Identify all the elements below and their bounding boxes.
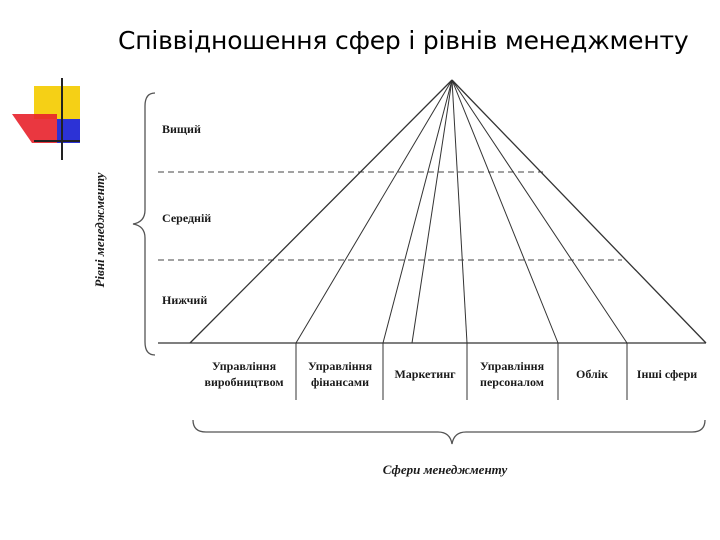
pyramid-ray <box>451 79 468 344</box>
levels-axis-label: Рівні менеджменту <box>92 172 107 287</box>
levels-brace <box>132 92 156 356</box>
logo-red-shape <box>12 114 57 143</box>
pyramid-ray <box>382 79 453 344</box>
pyramid-edge <box>451 79 707 344</box>
sphere-label-finance-line2: фінансами <box>311 375 369 389</box>
sphere-column-separators <box>295 343 628 400</box>
pyramid-ray <box>411 79 453 344</box>
sphere-label-production-line1: Управління <box>212 359 277 373</box>
pyramid-ray <box>295 79 453 344</box>
sphere-label-accounting: Облік <box>576 367 608 381</box>
sphere-label-personnel-line1: Управління <box>480 359 545 373</box>
sphere-label-marketing: Маркетинг <box>394 367 456 381</box>
slide-title: Співвідношення сфер і рівнів менеджменту <box>118 26 689 55</box>
sphere-label-personnel-line2: персоналом <box>480 375 544 389</box>
logo-blue-square <box>57 119 80 143</box>
spheres-axis-label: Сфери менеджменту <box>383 462 508 477</box>
spheres-brace <box>192 419 706 445</box>
pyramid-ray <box>451 79 559 344</box>
slide-corner-squares-logo <box>12 78 80 160</box>
pyramid-edge <box>189 79 453 344</box>
pyramid-lines <box>189 79 707 344</box>
sphere-label-other: Інші сфери <box>637 367 698 381</box>
sphere-label-production-line2: виробництвом <box>204 375 283 389</box>
level-label-top: Вищий <box>162 122 201 136</box>
sphere-label-finance-line1: Управління <box>308 359 373 373</box>
level-label-bottom: Нижчий <box>162 293 207 307</box>
logo-yellow-square <box>34 86 80 119</box>
pyramid-ray <box>451 79 628 344</box>
level-label-middle: Середній <box>162 211 211 225</box>
